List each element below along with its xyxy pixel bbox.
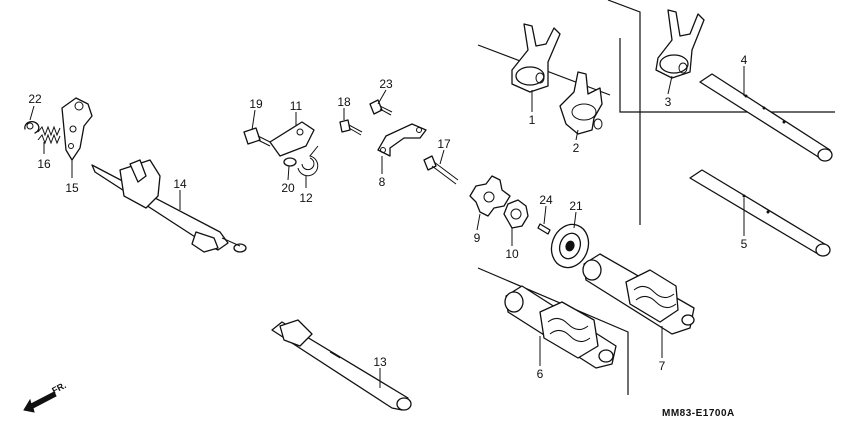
bolt-18-part[interactable] (339, 119, 363, 136)
stopper-plate-10-part[interactable] (503, 199, 529, 229)
callout-3: 3 (665, 95, 672, 109)
callout-11: 11 (290, 99, 303, 113)
callout-8: 8 (379, 175, 386, 189)
callout-14: 14 (173, 177, 187, 191)
drum-center-part[interactable] (469, 175, 511, 217)
callout-16: 16 (37, 157, 51, 171)
callout-labels: 22 16 15 14 19 11 20 12 18 23 8 17 9 10 … (28, 53, 747, 381)
callout-4: 4 (741, 53, 748, 67)
bolt-19-part[interactable] (243, 127, 271, 147)
callout-20: 20 (281, 181, 295, 195)
gearshift-shaft-part[interactable] (271, 319, 412, 411)
shift-fork-2-part[interactable] (559, 71, 603, 135)
callout-18: 18 (337, 95, 351, 109)
callout-15: 15 (65, 181, 79, 195)
gearshift-spindle-part[interactable] (91, 159, 247, 253)
bolt-23-part[interactable] (369, 99, 393, 116)
callout-12: 12 (299, 191, 313, 205)
callout-7: 7 (659, 359, 666, 373)
callout-23: 23 (379, 77, 393, 91)
callout-24: 24 (539, 193, 553, 207)
callout-6: 6 (537, 367, 544, 381)
callout-9: 9 (474, 231, 481, 245)
shift-drum-6-part[interactable] (504, 285, 617, 369)
callout-19: 19 (249, 97, 263, 111)
callout-21: 21 (569, 199, 583, 213)
shift-fork-3-part[interactable] (655, 9, 705, 79)
set-plate-part[interactable] (377, 123, 427, 157)
bearing-part[interactable] (546, 219, 595, 273)
shift-fork-1-part[interactable] (511, 23, 561, 93)
direction-label: FR. (50, 380, 67, 396)
callout-1: 1 (529, 113, 536, 127)
shift-drum-7-part[interactable] (582, 253, 695, 335)
callout-13: 13 (373, 355, 387, 369)
drawing-code: MM83-E1700A (662, 408, 735, 419)
fork-shaft-4-part[interactable] (699, 73, 833, 162)
shift-arm-part[interactable] (269, 121, 315, 157)
circlip-part[interactable] (24, 121, 40, 134)
callout-17: 17 (437, 137, 451, 151)
callout-22: 22 (28, 92, 42, 106)
leader-lines (29, 66, 745, 388)
bolt-17-part[interactable] (423, 155, 459, 185)
return-spring-part[interactable] (297, 145, 319, 177)
dowel-pin-part[interactable] (537, 223, 551, 235)
fork-shaft-5-part[interactable] (689, 169, 831, 257)
callout-5: 5 (741, 237, 748, 251)
callout-2: 2 (573, 141, 580, 155)
front-arrow-icon (23, 391, 57, 413)
washer-part[interactable] (283, 157, 297, 167)
spring-part[interactable] (37, 125, 61, 145)
callout-10: 10 (505, 247, 519, 261)
stopper-plate-part[interactable] (61, 97, 93, 161)
